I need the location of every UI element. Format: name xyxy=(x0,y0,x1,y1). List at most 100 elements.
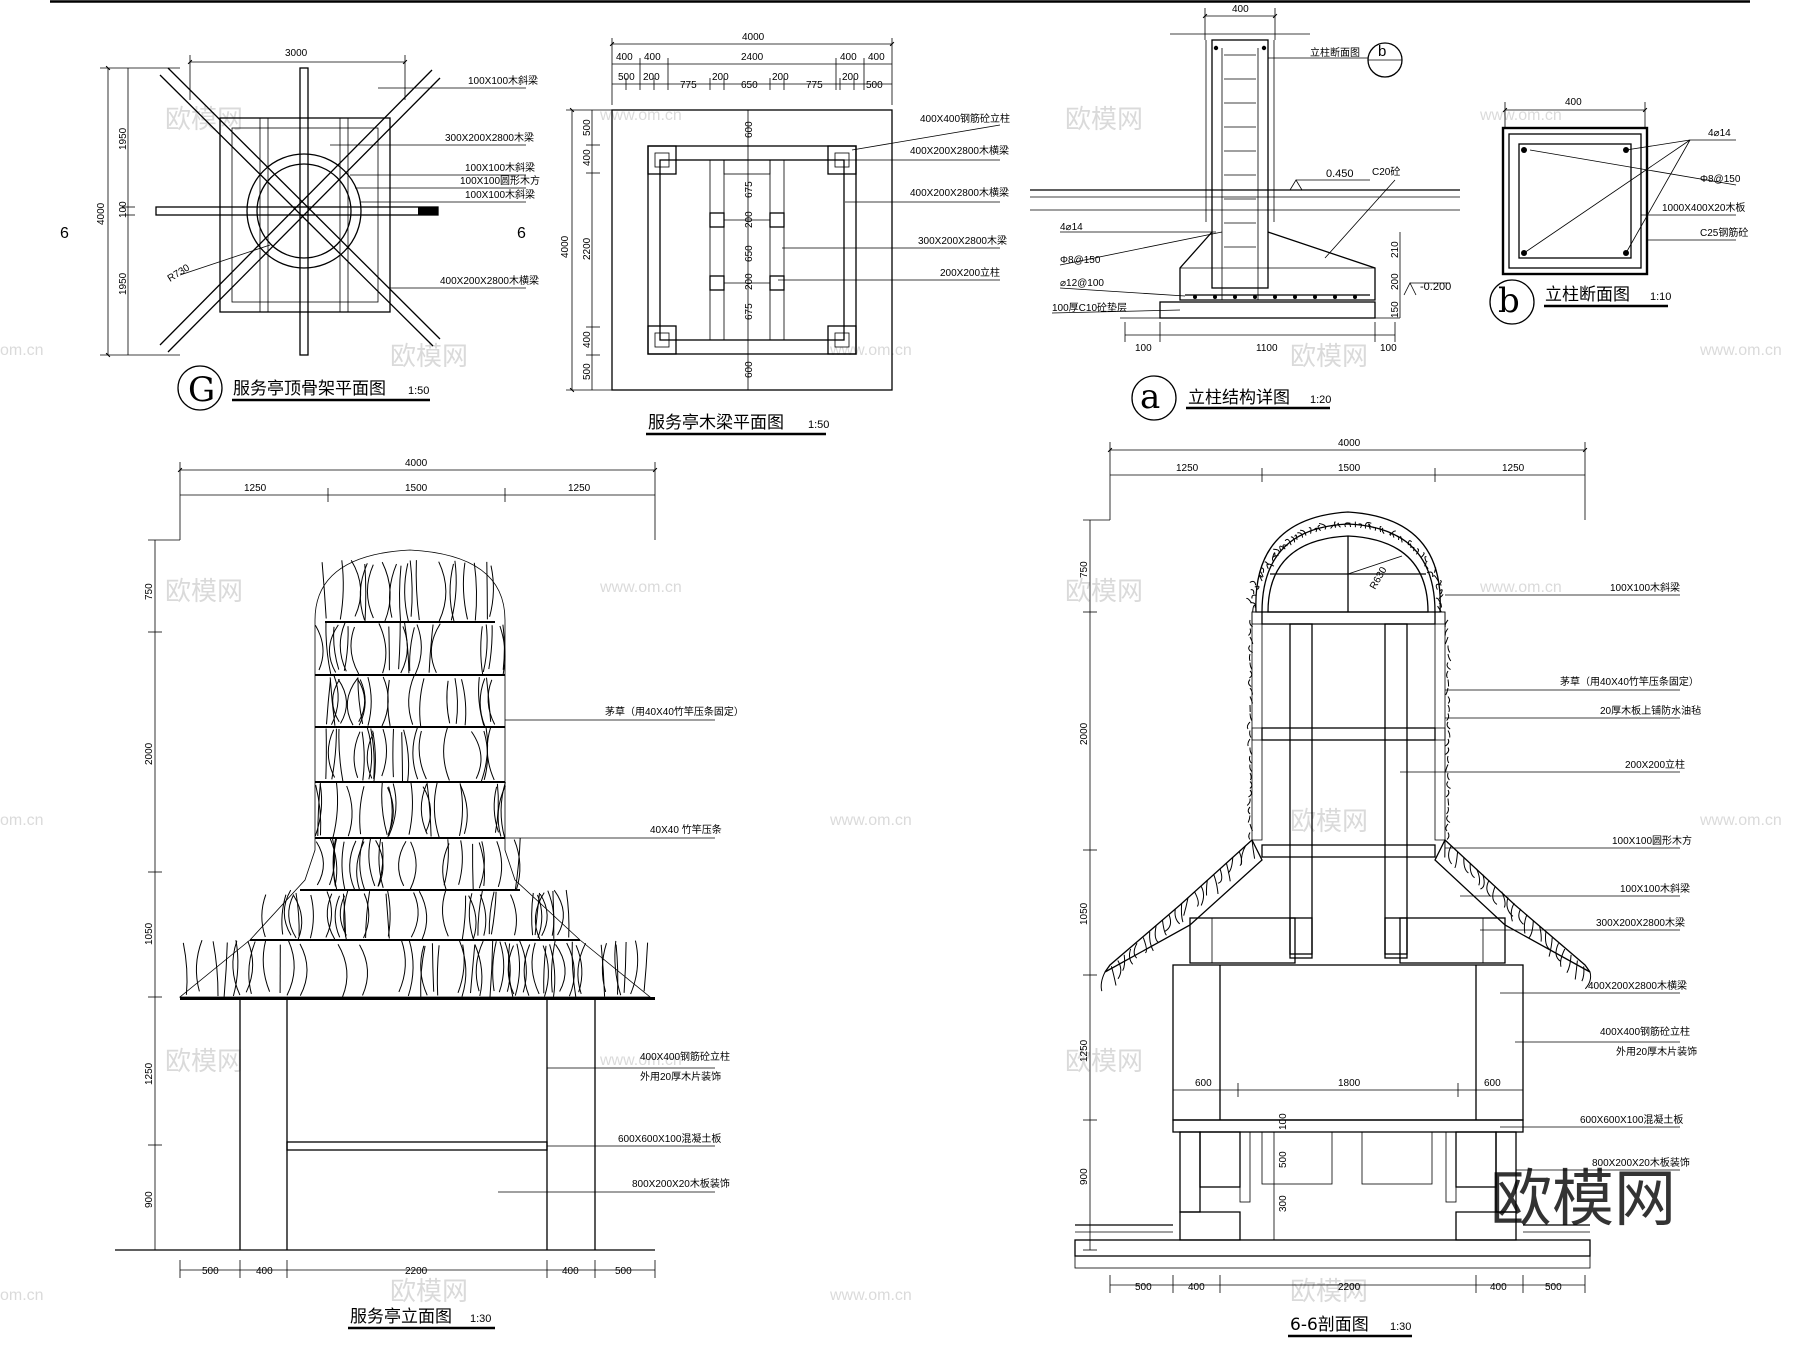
drawing-title: 6-6剖面图 xyxy=(1290,1315,1369,1335)
callout-label: 4⌀14 xyxy=(1708,128,1731,139)
thatch-stroke xyxy=(1454,851,1459,869)
thatch-stroke xyxy=(431,943,435,992)
callout-label: 200X200立柱 xyxy=(1625,758,1685,771)
thatch-stroke xyxy=(1249,670,1253,679)
thatch-stroke xyxy=(309,894,314,939)
thatch-stroke xyxy=(261,894,267,938)
thatch-stroke xyxy=(412,727,419,780)
thatch-stroke xyxy=(361,731,365,781)
thatch-stroke xyxy=(1200,885,1205,906)
thatch-stroke xyxy=(531,892,534,936)
callout-label: 立柱断面图 xyxy=(1310,46,1360,59)
thatch-strokes xyxy=(182,560,649,998)
dim-text: 400 xyxy=(562,1266,579,1277)
thatch-stroke xyxy=(472,843,474,890)
section-mark: 6 xyxy=(60,225,69,242)
thatch-stroke xyxy=(430,623,441,674)
dim-text: 4000 xyxy=(1338,438,1361,449)
dim-text: 1050 xyxy=(144,922,155,945)
callout-label: 外用20厚木片装饰 xyxy=(640,1070,721,1083)
thatch-stroke xyxy=(486,561,488,620)
thatch-stroke xyxy=(248,941,256,995)
thatch-stroke xyxy=(350,626,360,675)
watermark-site: www.om.cn xyxy=(829,812,912,829)
thatch-stroke xyxy=(1290,536,1296,543)
thatch-stroke xyxy=(459,783,463,837)
thatch-stroke xyxy=(1389,533,1395,538)
thatch-stroke xyxy=(443,726,450,781)
thatch-stroke xyxy=(1248,832,1251,840)
thatch-stroke xyxy=(334,895,341,938)
thatch-stroke xyxy=(489,940,494,998)
thatch-stroke xyxy=(325,728,327,780)
thatch-stroke xyxy=(337,679,347,724)
thatch-stroke xyxy=(614,940,622,996)
dim-text: 650 xyxy=(741,80,758,91)
thatch-stroke xyxy=(1447,696,1451,704)
thatch-stroke xyxy=(1248,755,1252,764)
dim-text: 300 xyxy=(1278,1195,1289,1212)
thatch-stroke xyxy=(446,680,451,724)
thatch-stroke xyxy=(1348,523,1352,528)
thatch-stroke xyxy=(493,786,499,833)
dim-text: 400 xyxy=(616,52,633,63)
thatch-stroke xyxy=(1194,891,1199,907)
dim-text: 1250 xyxy=(1176,463,1199,474)
dim-text: 400 xyxy=(256,1266,273,1277)
thatch-stroke xyxy=(461,679,467,726)
thatch-stroke xyxy=(507,945,515,995)
thatch-stroke xyxy=(343,626,349,671)
dim-text: 500 xyxy=(1278,1151,1289,1168)
thatch-stroke xyxy=(315,841,324,886)
thatch-stroke xyxy=(321,562,327,619)
thatch-stroke xyxy=(513,839,521,890)
thatch-stroke xyxy=(488,891,495,935)
dim-text: 100 xyxy=(1380,343,1397,354)
callout-label: 300X200X2800木梁 xyxy=(918,234,1007,247)
thatch-stroke xyxy=(367,676,372,726)
thatch-stroke xyxy=(1279,545,1286,552)
dim-text: 100 xyxy=(118,201,129,218)
thatch-stroke xyxy=(539,893,548,936)
thatch-stroke xyxy=(329,838,336,886)
watermark-logo: 欧模网 xyxy=(1490,1162,1676,1235)
thatch-stroke xyxy=(486,727,495,781)
thatch-stroke xyxy=(332,838,337,887)
dim-text: 2200 xyxy=(582,237,593,260)
thatch-stroke xyxy=(571,941,577,997)
thatch-stroke xyxy=(449,563,455,622)
thatch-stroke xyxy=(1447,653,1452,662)
watermark-brand: 欧模网 xyxy=(165,1047,243,1077)
thatch-stroke xyxy=(553,889,564,936)
thatch-stroke xyxy=(1133,943,1138,959)
dim-text: 210 xyxy=(1390,241,1401,258)
thatch-stroke xyxy=(457,944,465,993)
thatch-stroke xyxy=(422,786,432,833)
thatch-stroke xyxy=(403,729,410,783)
thatch-stroke xyxy=(438,561,447,622)
thatch-stroke xyxy=(329,838,338,886)
pavilion-elevation: 4000 1250 1500 1250 750 2000 1050 1250 9… xyxy=(115,458,744,1330)
thatch-stroke xyxy=(1447,645,1451,653)
thatch-stroke xyxy=(1330,524,1337,529)
thatch-stroke xyxy=(262,940,271,992)
thatch-stroke xyxy=(1420,552,1425,559)
thatch-stroke xyxy=(1128,948,1134,965)
thatch-stroke xyxy=(483,730,489,781)
thatch-stroke xyxy=(1251,594,1257,599)
thatch-stroke xyxy=(1117,960,1122,980)
thatch-stroke xyxy=(1225,862,1231,882)
thatch-stroke xyxy=(1248,789,1252,798)
thatch-stroke xyxy=(1100,971,1106,992)
thatch-stroke xyxy=(1445,764,1449,772)
callout-label: 100X100木斜梁 xyxy=(468,74,538,87)
thatch-stroke xyxy=(1247,738,1251,747)
callout-label: 100X100木斜梁 xyxy=(465,161,535,174)
thatch-stroke xyxy=(404,563,409,622)
watermark-site: www.om.cn xyxy=(599,579,682,596)
thatch-stroke xyxy=(399,565,402,621)
dim-text: 1500 xyxy=(405,483,428,494)
thatch-stroke xyxy=(1297,532,1303,538)
thatch-stroke xyxy=(1446,670,1449,679)
thatch-stroke xyxy=(314,624,324,671)
